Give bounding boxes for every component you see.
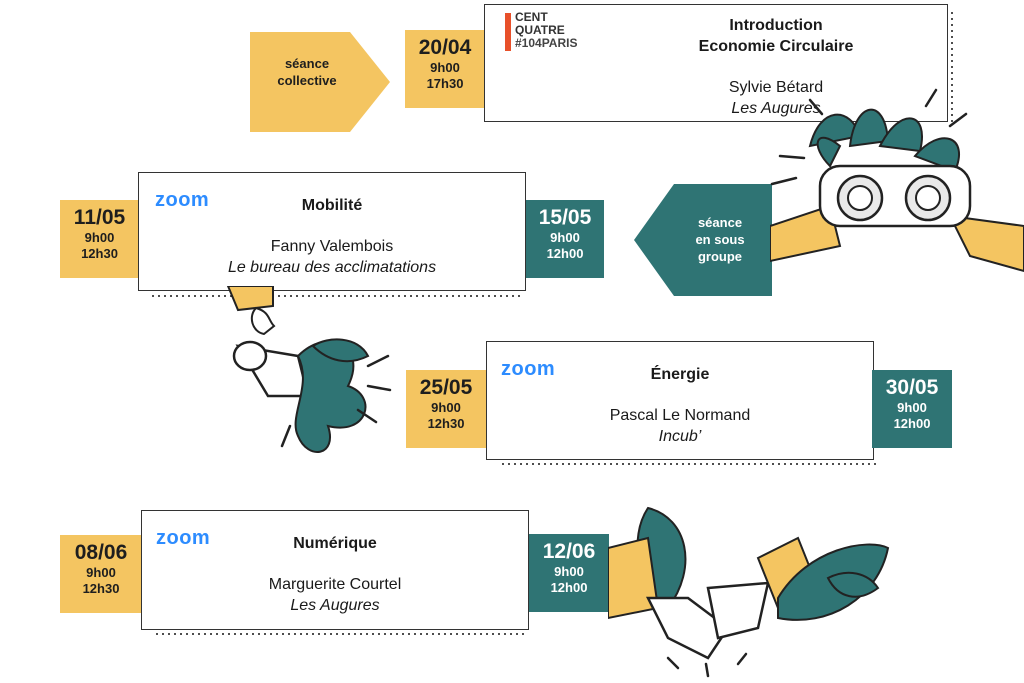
tag-line: séance — [284, 56, 330, 71]
dotted-shadow — [154, 631, 524, 637]
zoom-logo: zoom — [501, 358, 556, 380]
date-box-12-06: 12/06 9h00 12h00 — [529, 534, 609, 612]
session-speaker: Fanny Valembois — [270, 238, 394, 255]
session-speaker: Sylvie Bétard — [728, 79, 824, 96]
tag-line: en sous — [695, 232, 745, 247]
session-org: Incub’ — [658, 428, 702, 445]
binoculars-icon — [770, 88, 1024, 273]
session-speaker: Marguerite Courtel — [268, 576, 402, 593]
title-line: Economie Circulaire — [698, 38, 854, 55]
tag-line: séance — [697, 215, 743, 230]
session-title: Introduction Economie Circulaire — [615, 15, 937, 57]
date-day: 25/05 — [419, 376, 473, 399]
session-card-intro: CENT QUATRE #104PARIS Introduction Econo… — [484, 4, 948, 122]
date-box-20-04: 20/04 9h00 17h30 — [405, 30, 485, 108]
session-card-energie: zoom Énergie Pascal Le Normand Incub’ — [486, 341, 874, 460]
session-title: Énergie — [650, 366, 710, 383]
logo-line: #104PARIS — [515, 36, 578, 50]
megaphone-icon — [226, 286, 392, 453]
date-end: 12h30 — [82, 581, 120, 596]
centquatre-logo: CENT QUATRE #104PARIS — [505, 11, 605, 57]
date-end: 12h00 — [893, 416, 931, 431]
date-day: 11/05 — [73, 206, 126, 229]
seance-collective-tag: séance collective — [262, 55, 352, 89]
zoom-logo: zoom — [156, 527, 211, 549]
date-start: 9h00 — [84, 230, 115, 245]
session-org: Le bureau des acclimatations — [227, 259, 437, 276]
date-day: 15/05 — [538, 206, 592, 229]
date-box-15-05: 15/05 9h00 12h00 — [526, 200, 604, 278]
date-day: 08/06 — [74, 541, 128, 564]
session-card-numerique: zoom Numérique Marguerite Courtel Les Au… — [141, 510, 529, 630]
zoom-logo: zoom — [155, 189, 210, 211]
date-box-11-05: 11/05 9h00 12h30 — [60, 200, 139, 278]
logo-line: CENT — [515, 10, 548, 24]
session-speaker: Pascal Le Normand — [609, 407, 751, 424]
session-title: Mobilité — [301, 197, 363, 214]
date-end: 12h00 — [546, 246, 584, 261]
tag-line: groupe — [697, 249, 743, 264]
date-box-30-05: 30/05 9h00 12h00 — [872, 370, 952, 448]
session-title: Numérique — [293, 535, 377, 552]
dotted-shadow — [500, 461, 880, 467]
date-box-08-06: 08/06 9h00 12h30 — [60, 535, 142, 613]
date-start: 9h00 — [554, 564, 584, 579]
seance-collective-arrow — [250, 32, 390, 132]
handshake-icon — [608, 506, 890, 678]
date-start: 9h00 — [431, 400, 461, 415]
date-end: 12h30 — [81, 246, 118, 261]
title-line: Introduction — [729, 17, 823, 34]
date-box-25-05: 25/05 9h00 12h30 — [406, 370, 486, 448]
seance-sous-groupe-tag: séance en sous groupe — [680, 214, 760, 265]
session-org: Les Augures — [290, 597, 380, 614]
dotted-shadow — [949, 10, 955, 122]
session-card-mobilite: zoom Mobilité Fanny Valembois Le bureau … — [138, 172, 526, 291]
date-start: 9h00 — [897, 400, 927, 415]
date-day: 12/06 — [542, 540, 596, 563]
date-start: 9h00 — [430, 60, 460, 75]
date-end: 17h30 — [426, 76, 464, 91]
logo-line: QUATRE — [515, 23, 565, 37]
tag-line: collective — [277, 73, 337, 88]
date-end: 12h30 — [427, 416, 465, 431]
date-end: 12h00 — [550, 580, 588, 595]
date-day: 30/05 — [885, 376, 939, 399]
dotted-shadow — [150, 293, 520, 299]
session-org: Les Augures — [731, 100, 821, 117]
date-start: 9h00 — [86, 565, 116, 580]
seance-sous-groupe-arrow — [634, 184, 772, 296]
date-start: 9h00 — [550, 230, 580, 245]
date-day: 20/04 — [418, 36, 472, 59]
